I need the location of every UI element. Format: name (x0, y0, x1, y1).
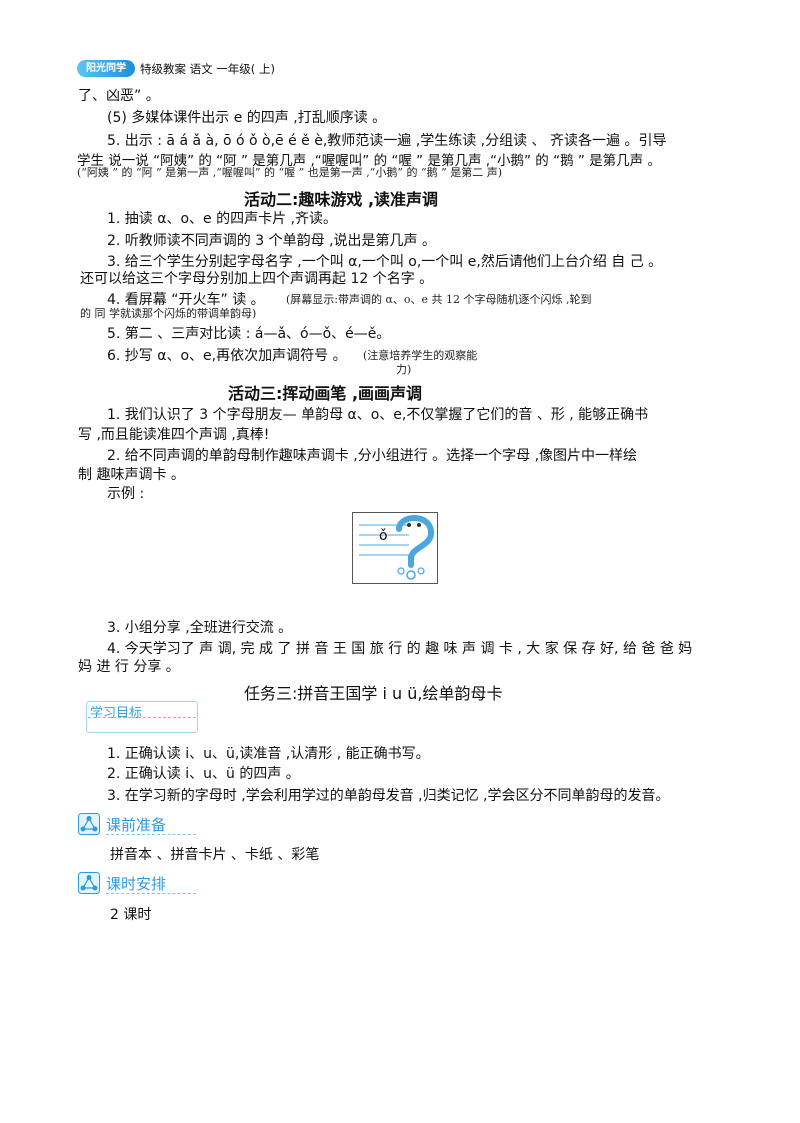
annotation: (屏幕显示:带声调的 α、o、e 共 12 个字母随机逐个闪烁 ,轮到 (286, 293, 592, 306)
text-line: 妈 进 行 分享 。 (78, 659, 180, 675)
text-line: 4. 看屏幕 “开火车” 读 。 (107, 292, 265, 308)
section-heading: 活动二:趣味游戏 ,读准声调 (244, 190, 439, 209)
banner-label: 学习目标 (90, 706, 143, 721)
text-line: 2 课时 (110, 907, 152, 923)
section-label: 课时安排 (106, 875, 167, 893)
annotation: (注意培养学生的观察能 (363, 349, 478, 362)
annotation: (“阿姨 ” 的 “阿 ” 是第一声 ,“喔喔叫” 的 “喔 ” 也是第一声 ,… (77, 166, 503, 179)
text-line: 3. 在学习新的字母时 ,学会利用学过的单韵母发音 ,归类记忆 ,学会区分不同单… (107, 788, 670, 804)
text-line: 4. 今天学习了 声 调, 完 成 了 拼 音 王 国 旅 行 的 趣 味 声 … (107, 641, 693, 657)
text-line: 1. 我们认识了 3 个字母朋友— 单韵母 α、o、e,不仅掌握了它们的音 、形… (107, 407, 649, 423)
text-line: 写 ,而且能读准四个声调 ,真棒! (78, 427, 270, 443)
annotation: 的 同 学就读那个闪烁的带调单韵母) (80, 307, 257, 320)
text-line: 学生 说一说 “阿姨” 的 “阿 ” 是第几声 ,“喔喔叫” 的 “喔 ” 是第… (77, 153, 661, 169)
text-line: 制 趣味声调卡 。 (78, 467, 185, 483)
text-line: 拼音本 、拼音卡片 、卡纸 、彩笔 (110, 847, 320, 863)
section-prep: 课前准备 (78, 813, 218, 835)
text-line: 5. 第二 、三声对比读 : á—ǎ、ó—ǒ、é—ě。 (107, 326, 391, 342)
text-line: 3. 小组分享 ,全班进行交流 。 (107, 620, 293, 636)
running-header: 特级教案 语文 一年级( 上) (140, 62, 275, 76)
learning-goal-banner: 学习目标 (86, 701, 198, 734)
text-line: 2. 听教师读不同声调的 3 个单韵母 ,说出是第几声 。 (107, 233, 436, 249)
figure-letter: ǒ (379, 528, 388, 544)
section-schedule: 课时安排 (78, 872, 218, 894)
example-figure: ǒ (352, 512, 438, 584)
text-line: 示例 : (107, 486, 145, 502)
section-heading: 活动三:挥动画笔 ,画画声调 (228, 384, 423, 403)
text-line: 了、凶恶” 。 (78, 88, 160, 104)
banner-frame (86, 701, 198, 733)
text-line: (5) 多媒体课件出示 e 的四声 ,打乱顺序读 。 (107, 110, 387, 126)
annotation: 力) (396, 363, 412, 376)
text-line: 1. 正确认读 i、u、ü,读准音 ,认清形 , 能正确书写。 (107, 746, 430, 762)
text-line: 6. 抄写 α、o、e,再依次加声调符号 。 (107, 348, 347, 364)
brand-logo: 阳光同学 (77, 60, 135, 77)
section-label: 课前准备 (106, 816, 167, 834)
banner-underline (88, 717, 196, 718)
text-line: 2. 给不同声调的单韵母制作趣味声调卡 ,分小组进行 。选择一个字母 ,像图片中… (107, 448, 638, 464)
text-line: 还可以给这三个字母分别加上四个声调再起 12 个名字 。 (80, 271, 434, 287)
tone-card-illustration (359, 515, 435, 580)
text-line: 3. 给三个学生分别起字母名字 ,一个叫 α,一个叫 o,一个叫 e,然后请他们… (107, 254, 663, 270)
text-line: 1. 抽读 α、o、e 的四声卡片 ,齐读。 (107, 211, 338, 227)
network-icon (78, 872, 100, 894)
text-line: 2. 正确认读 i、u、ü 的四声 。 (107, 766, 300, 782)
section-underline (106, 834, 196, 835)
text-line: 5. 出示 : ā á ǎ à, ō ó ǒ ò,ē é ě è,教师范读一遍 … (107, 133, 667, 149)
network-icon (78, 813, 100, 835)
section-underline (106, 893, 196, 894)
task-heading: 任务三:拼音王国学 i u ü,绘单韵母卡 (244, 684, 503, 703)
